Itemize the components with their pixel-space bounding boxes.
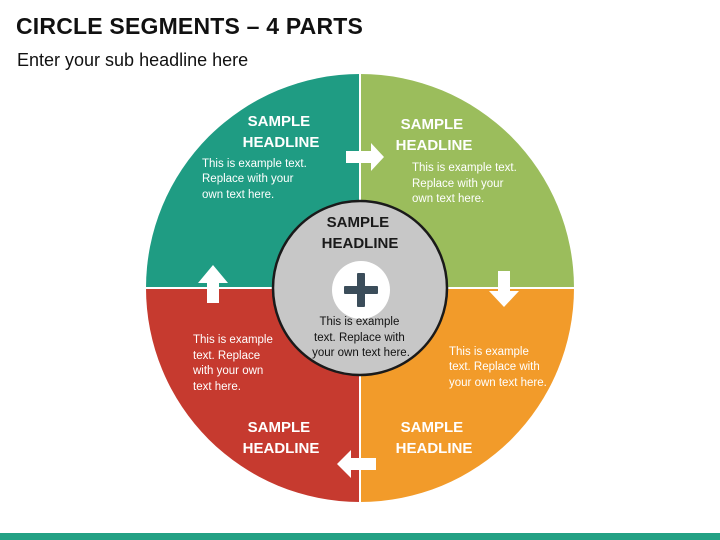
- body-line: Replace with your: [202, 173, 294, 185]
- segment-bottom-right-text: This is example text. Replace with your …: [449, 346, 547, 389]
- page-subtitle: Enter your sub headline here: [17, 50, 249, 70]
- body-line: Replace with your: [412, 178, 504, 190]
- center-headline: SAMPLE HEADLINE: [322, 214, 399, 252]
- headline-line: HEADLINE: [396, 440, 473, 457]
- body-line: This is example text.: [412, 162, 517, 174]
- body-line: own text here.: [412, 193, 484, 205]
- arrow-left-icon: [337, 450, 376, 478]
- segment-bottom-right-headline: SAMPLE HEADLINE: [396, 419, 473, 457]
- footer-accent-bar: [0, 533, 720, 540]
- headline-line: SAMPLE: [327, 214, 390, 231]
- body-line: text. Replace with: [449, 361, 540, 373]
- segment-bottom-left-headline: SAMPLE HEADLINE: [243, 419, 320, 457]
- center-text: This is example text. Replace with your …: [312, 316, 410, 359]
- body-line: This is example text.: [202, 158, 307, 170]
- body-line: text here.: [193, 381, 241, 393]
- headline-line: SAMPLE: [248, 113, 311, 130]
- arrow-up-icon: [198, 265, 228, 303]
- arrow-right-icon: [346, 143, 384, 171]
- segment-top-left-text: This is example text. Replace with your …: [202, 158, 310, 201]
- body-line: text. Replace with: [314, 332, 405, 344]
- segment-top-right-text: This is example text. Replace with your …: [412, 162, 520, 205]
- plus-icon: [344, 273, 378, 307]
- body-line: your own text here.: [312, 347, 410, 359]
- headline-line: HEADLINE: [322, 235, 399, 252]
- headline-line: HEADLINE: [243, 134, 320, 151]
- headline-line: SAMPLE: [401, 419, 464, 436]
- body-line: your own text here.: [449, 377, 547, 389]
- body-line: This is example: [449, 346, 529, 358]
- body-line: This is example: [319, 316, 399, 328]
- body-line: with your own: [192, 365, 263, 377]
- body-line: own text here.: [202, 189, 274, 201]
- segment-bottom-left-text: This is example text. Replace with your …: [192, 334, 276, 393]
- segment-top-left-headline: SAMPLE HEADLINE: [243, 113, 320, 151]
- headline-line: HEADLINE: [396, 137, 473, 154]
- body-line: text. Replace: [193, 350, 260, 362]
- headline-line: HEADLINE: [243, 440, 320, 457]
- arrow-down-icon: [489, 271, 519, 307]
- body-line: This is example: [193, 334, 273, 346]
- headline-line: SAMPLE: [401, 116, 464, 133]
- segment-top-right-headline: SAMPLE HEADLINE: [396, 116, 473, 154]
- page-title: CIRCLE SEGMENTS – 4 PARTS: [16, 13, 364, 39]
- headline-line: SAMPLE: [248, 419, 311, 436]
